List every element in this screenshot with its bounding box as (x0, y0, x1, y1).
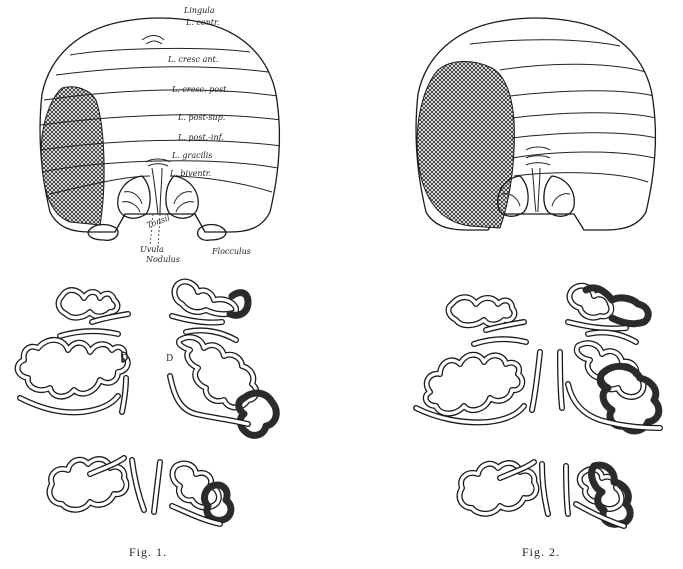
figure1-section-lower-right (172, 464, 231, 524)
figure2-section-lower-left (460, 462, 537, 514)
label-d-left: D (121, 354, 128, 364)
figure1-cerebellum: Lingula L. centr. L. cresc ant. L. cresc… (40, 6, 282, 264)
figure1-section-upper-left (59, 290, 128, 322)
figure1-section-middle-lesion (239, 393, 277, 435)
figure2-caption: Fig. 2. (522, 545, 560, 559)
figure2-section-upper-right (568, 286, 648, 329)
label-lingula: Lingula (183, 6, 215, 15)
figure2-section-middle-right (568, 332, 660, 431)
figure1-hemisphere-lesion (41, 87, 104, 225)
figure1-lingula-mark (142, 36, 164, 45)
label-l-cresc-post: L. cresc. post. (171, 85, 229, 94)
label-uvula: Uvula (140, 245, 164, 254)
figure1-sections: D D (18, 282, 277, 524)
label-nodulus: Nodulus (145, 255, 180, 264)
label-flocculus: Flocculus (211, 247, 251, 256)
label-tonsil: Tonsil (146, 213, 172, 230)
figure2-hemisphere-lesion (417, 62, 514, 229)
figure2-sections (416, 286, 660, 526)
figure2-section-lower-right (576, 465, 630, 526)
figure1-section-middle-left (18, 331, 128, 412)
figure1-section-lower-left (50, 458, 127, 510)
figure1-section-middle-right (170, 330, 276, 435)
figure2-section-upper-left (449, 297, 524, 330)
label-l-post-sup: L. post-sup. (177, 113, 225, 122)
label-l-centr: L. centr. (185, 18, 219, 27)
label-l-gracilis: L. gracilis (171, 151, 212, 160)
figure2-section-middle-left (416, 339, 526, 422)
label-l-biventr: L. biventr. (169, 169, 211, 178)
label-l-post-inf: L. post.-inf. (177, 133, 224, 142)
label-d-right: D (166, 354, 173, 364)
figure2-cerebellum (416, 18, 656, 230)
figure1-tonsils (118, 159, 198, 218)
figure1-section-upper-right (172, 282, 248, 323)
label-l-crescant: L. cresc ant. (167, 55, 218, 64)
figure1-caption: Fig. 1. (129, 545, 167, 559)
